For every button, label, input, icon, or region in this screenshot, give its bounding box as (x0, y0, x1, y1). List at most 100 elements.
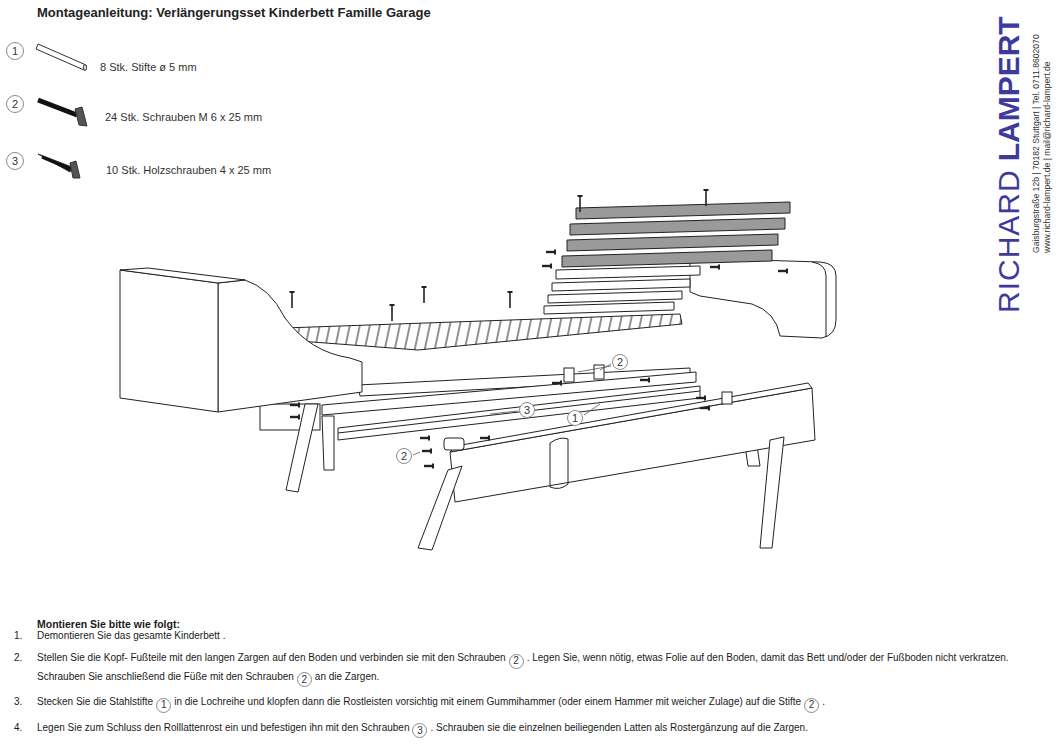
instruction-step: 3. Stecken Sie die Stahlstifte 1 in die Loc… (14, 694, 1049, 713)
step-number: 2. (14, 650, 22, 665)
step-number: 3. (14, 694, 22, 709)
step-text: . (822, 696, 825, 707)
wood-screw-thread (42, 157, 70, 169)
headboard-side (218, 280, 362, 412)
screw (700, 406, 710, 411)
front-rail (450, 388, 815, 502)
brand-name: LAMPERT (992, 16, 1025, 161)
screw (704, 189, 709, 206)
screw (542, 264, 552, 269)
part-description: 10 Stk. Holzschrauben 4 x 25 mm (106, 164, 271, 176)
page-title: Montageanleitung: Verlängerungsset Kinde… (37, 5, 431, 20)
screw (710, 265, 720, 270)
callout-number: 2 (804, 698, 819, 713)
instruction-step: 4.Legen Sie zum Schluss den Rolllattenro… (14, 720, 1049, 739)
part-description: 24 Stk. Schrauben M 6 x 25 mm (105, 111, 262, 123)
instruction-step: 1. Demontieren Sie das gesamte Kinderbett… (14, 628, 1049, 643)
callout-text: 3 (417, 726, 423, 736)
leg (322, 416, 334, 470)
pin-icon (36, 44, 86, 70)
callout-number: 1 (567, 410, 583, 426)
footboard-edge (812, 262, 826, 337)
callout-number: 2 (396, 448, 412, 464)
callout-number: 3 (519, 402, 535, 418)
bracket (444, 438, 464, 450)
callout-number: 3 (6, 152, 24, 170)
callout-number: 3 (412, 723, 427, 738)
screw (424, 464, 434, 469)
instruction-step: 2. Stellen Sie die Kopf- Fußteile mit den… (14, 650, 1049, 687)
callout-text: 2 (617, 357, 623, 368)
callout-text: 2 (401, 451, 407, 462)
step-text: Stellen Sie die Kopf- Fußteile mit den l… (37, 652, 506, 663)
screw (290, 403, 300, 408)
screw (778, 269, 788, 274)
slat (556, 266, 700, 279)
screw (640, 378, 650, 383)
callout-text: 2 (809, 700, 815, 710)
screw (696, 396, 706, 401)
callout-number: 2 (6, 95, 24, 113)
screw (480, 436, 490, 441)
wood-screw-head (70, 161, 80, 178)
bracket (594, 365, 604, 379)
screw (420, 436, 430, 441)
brand-address: Gaisburgstraße 12b | 70182 Stuttgart | T… (1031, 34, 1053, 253)
screw (290, 291, 295, 308)
callout-text: 3 (524, 405, 530, 416)
slat (562, 250, 772, 267)
leader-line (490, 411, 518, 414)
step-text: Stecken Sie die Stahlstifte (37, 696, 153, 707)
callout-number: 2 (612, 354, 628, 370)
leader-lines (413, 364, 611, 455)
callout-number: 2 (509, 654, 524, 669)
callout-number: 1 (6, 42, 24, 60)
step-number: 1. (14, 628, 22, 643)
address-line: www.richard-lampert.de | mail@richard-la… (1042, 34, 1053, 253)
callout-number: 1 (156, 698, 171, 713)
callout-text: 2 (513, 656, 519, 666)
rail-capsule (550, 438, 568, 488)
screw (508, 291, 513, 308)
leader-line (413, 452, 420, 455)
screw (546, 250, 556, 255)
bracket (564, 368, 574, 382)
leg (418, 466, 462, 550)
wood-screw-shaft (38, 154, 72, 172)
bolt-head (75, 107, 87, 126)
step-text: in die Lochreihe und klopfen dann die Ro… (174, 696, 801, 707)
slat (552, 279, 690, 291)
leader-line (578, 366, 611, 372)
part-description: 8 Stk. Stifte ø 5 mm (100, 61, 197, 73)
headboard-front (120, 270, 218, 412)
leg (286, 404, 318, 492)
bracket (722, 392, 732, 404)
screws (290, 189, 789, 469)
callout-text: 1 (161, 700, 167, 710)
leader-line (584, 404, 600, 415)
slat (576, 202, 790, 219)
step-text: . Schrauben sie die einzelnen beiliegend… (430, 722, 808, 733)
screw (290, 415, 300, 420)
callout-text: 1 (572, 413, 578, 424)
front-rail-top (450, 383, 812, 452)
step-text: Legen Sie zum Schluss den Rolllattenrost… (37, 722, 409, 733)
callout-text: 3 (12, 156, 18, 167)
callout-text: 2 (302, 675, 308, 685)
footboard (690, 258, 836, 338)
slat (570, 218, 785, 235)
parts-icons (36, 44, 87, 178)
brand-logo: RICHARDLAMPERT (992, 16, 1026, 313)
address-line: Gaisburgstraße 12b | 70182 Stuttgart | T… (1031, 34, 1042, 253)
slat (548, 291, 682, 303)
callout-number: 2 (297, 672, 312, 687)
screw (422, 286, 427, 303)
bed-drawing (120, 202, 836, 550)
instructions-heading: Montieren Sie bitte wie folgt: (37, 618, 180, 630)
slat (544, 302, 674, 314)
step-text: Demontieren Sie das gesamte Kinderbett . (37, 630, 225, 641)
screw (552, 381, 562, 386)
leg (760, 437, 784, 548)
screw (390, 304, 395, 321)
